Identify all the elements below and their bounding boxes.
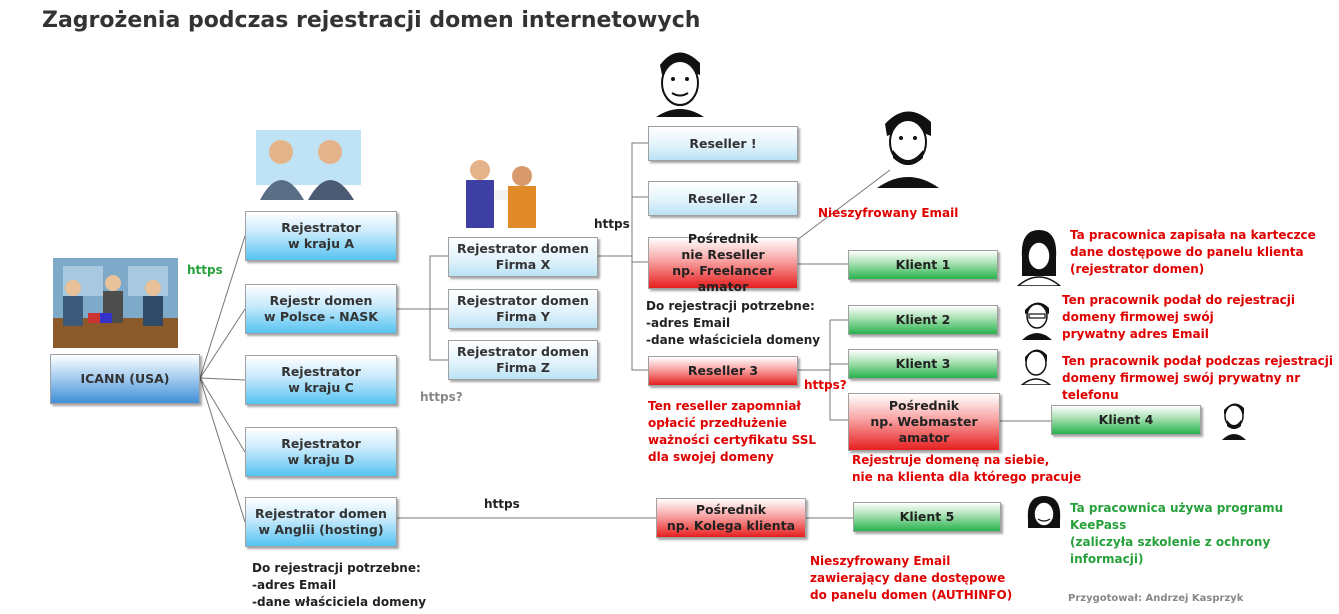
man-face-icon-4 xyxy=(1222,403,1246,440)
registrar-england-box[interactable]: Rejestrator domen w Anglii (hosting) xyxy=(245,497,397,547)
two-men-illustration xyxy=(256,130,361,200)
registrar-country-d-box[interactable]: Rejestrator w kraju D xyxy=(245,427,397,477)
reseller-2-box[interactable]: Reseller 2 xyxy=(648,181,798,216)
https-label-england: https xyxy=(484,497,520,511)
freelancer-face-icon xyxy=(656,52,704,117)
client1-note: Ta pracownica zapisała na karteczce dane… xyxy=(1070,228,1316,276)
registrar-country-c-box[interactable]: Rejestrator w kraju C xyxy=(245,355,397,405)
client-1-box[interactable]: Klient 1 xyxy=(848,250,998,280)
https-label-icann: https xyxy=(187,263,223,277)
page-title: Zagrożenia podczas rejestracji domen int… xyxy=(42,8,701,33)
reseller3-ssl-note: Ten reseller zapomniał opłacić przedłuże… xyxy=(648,399,817,464)
client5-note: Ta pracownica używa programu KeePass (za… xyxy=(1070,501,1284,566)
author-credit: Przygotował: Andrzej Kasprzyk xyxy=(1068,593,1244,604)
icann-box[interactable]: ICANN (USA) xyxy=(50,354,200,404)
https-label-firma: https xyxy=(594,217,630,231)
client-5-box[interactable]: Klient 5 xyxy=(853,502,1001,532)
man-face-icon-3 xyxy=(1020,349,1052,385)
registrar-firma-z-box[interactable]: Rejestrator domen Firma Z xyxy=(448,340,598,380)
client2-note: Ten pracownik podał do rejestracji domen… xyxy=(1062,293,1296,341)
https-question-label-reseller3: https? xyxy=(804,378,847,392)
woman-face-icon xyxy=(1016,230,1062,286)
registrar-country-a-box[interactable]: Rejestrator w kraju A xyxy=(245,211,397,261)
intermediary-webmaster-box[interactable]: Pośrednik np. Webmaster amator xyxy=(848,393,1000,451)
nask-registry-box[interactable]: Rejestr domen w Polsce - NASK xyxy=(245,284,397,334)
registration-requirements-top: Do rejestracji potrzebne: -adres Email -… xyxy=(646,299,821,347)
unencrypted-email-label: Nieszyfrowany Email xyxy=(818,206,959,220)
woman-face-icon-5 xyxy=(1027,496,1061,528)
https-question-label-nask: https? xyxy=(420,390,463,404)
client-4-box[interactable]: Klient 4 xyxy=(1051,405,1201,435)
client-3-box[interactable]: Klient 3 xyxy=(848,349,998,379)
client-2-box[interactable]: Klient 2 xyxy=(848,305,998,335)
business-men-illustration xyxy=(466,160,536,228)
webmaster-note: Rejestruje domenę na siebie, nie na klie… xyxy=(852,453,1082,484)
reseller-1-box[interactable]: Reseller ! xyxy=(648,126,798,161)
registrar-firma-x-box[interactable]: Rejestrator domen Firma X xyxy=(448,237,598,277)
client3-note: Ten pracownik podał podczas rejestracji … xyxy=(1062,354,1333,402)
registrar-firma-y-box[interactable]: Rejestrator domen Firma Y xyxy=(448,289,598,329)
hacker-face-icon xyxy=(877,111,939,188)
intermediary-colleague-box[interactable]: Pośrednik np. Kolega klienta xyxy=(656,498,806,538)
intermediary-freelancer-box[interactable]: Pośrednik nie Reseller np. Freelancer am… xyxy=(648,231,798,294)
meeting-people-illustration xyxy=(53,258,178,348)
registration-requirements-bottom: Do rejestracji potrzebne: -adres Email -… xyxy=(252,561,427,609)
reseller-3-box[interactable]: Reseller 3 xyxy=(648,356,798,386)
authinfo-note: Nieszyfrowany Email zawierający dane dos… xyxy=(810,554,1013,602)
man-face-icon-2 xyxy=(1022,302,1052,340)
